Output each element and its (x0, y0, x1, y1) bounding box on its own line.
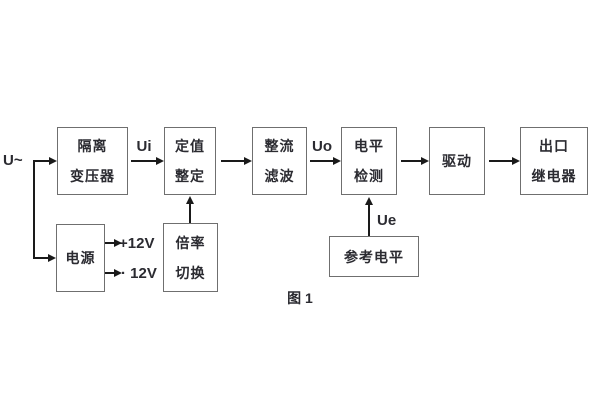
block-label: 继电器 (531, 168, 577, 184)
block-label: 参考电平 (344, 248, 404, 265)
arrowhead-right-icon (114, 269, 122, 277)
connector-plus-12v (105, 242, 115, 244)
block-label: 定值 (175, 138, 205, 154)
signal-ui-label: Ui (136, 138, 152, 155)
block-label: 电源 (65, 250, 96, 266)
block-value-setting: 定值 整定 (164, 127, 216, 195)
connector-uo (310, 160, 333, 162)
block-drive: 驱动 (429, 127, 485, 195)
connector-input-to-power (33, 257, 49, 259)
connector-ratio-to-setting (189, 204, 191, 223)
arrowhead-right-icon (512, 157, 520, 165)
block-label: 电平 (354, 138, 384, 154)
arrowhead-right-icon (48, 254, 56, 262)
block-label: 变压器 (70, 168, 115, 184)
block-label: 倍率 (175, 234, 206, 251)
block-level-detect: 电平 检测 (341, 127, 397, 195)
arrowhead-up-icon (365, 197, 373, 205)
connector-detect-to-drive (401, 160, 421, 162)
arrowhead-right-icon (49, 157, 57, 165)
block-rectify-filter: 整流 滤波 (252, 127, 307, 195)
connector-input-to-transformer (33, 160, 50, 162)
connector-setting-to-rectifier (221, 160, 244, 162)
plus-12v-label: +12V (119, 235, 155, 252)
arrowhead-right-icon (114, 239, 122, 247)
block-ratio-switch: 倍率 切换 (163, 223, 218, 292)
block-outlet-relay: 出口 继电器 (520, 127, 588, 195)
block-label: 出口 (539, 138, 569, 154)
connector-ue (368, 205, 370, 236)
connector-ui (131, 160, 156, 162)
minus-12v-label: · 12V (121, 265, 157, 282)
arrowhead-right-icon (421, 157, 429, 165)
connector-drive-to-relay (489, 160, 512, 162)
block-label: 驱动 (442, 153, 472, 169)
arrowhead-right-icon (333, 157, 341, 165)
connector-input-branch-vertical (33, 160, 35, 259)
arrowhead-right-icon (244, 157, 252, 165)
block-isolation-transformer: 隔离 变压器 (57, 127, 128, 195)
block-label: 整定 (175, 168, 205, 184)
block-label: 隔离 (77, 138, 108, 154)
block-label: 滤波 (264, 168, 295, 184)
block-label: 整流 (264, 138, 295, 154)
block-reference-level: 参考电平 (329, 236, 419, 277)
connector-minus-12v (105, 272, 115, 274)
figure-caption: 图 1 (287, 290, 313, 306)
block-label: 检测 (354, 168, 384, 184)
block-power-supply: 电源 (56, 224, 105, 292)
signal-ue-label: Ue (377, 212, 397, 229)
block-label: 切换 (175, 264, 206, 281)
signal-uo-label: Uo (312, 138, 332, 155)
input-voltage-label: U~ (3, 152, 23, 169)
arrowhead-right-icon (156, 157, 164, 165)
arrowhead-up-icon (186, 196, 194, 204)
